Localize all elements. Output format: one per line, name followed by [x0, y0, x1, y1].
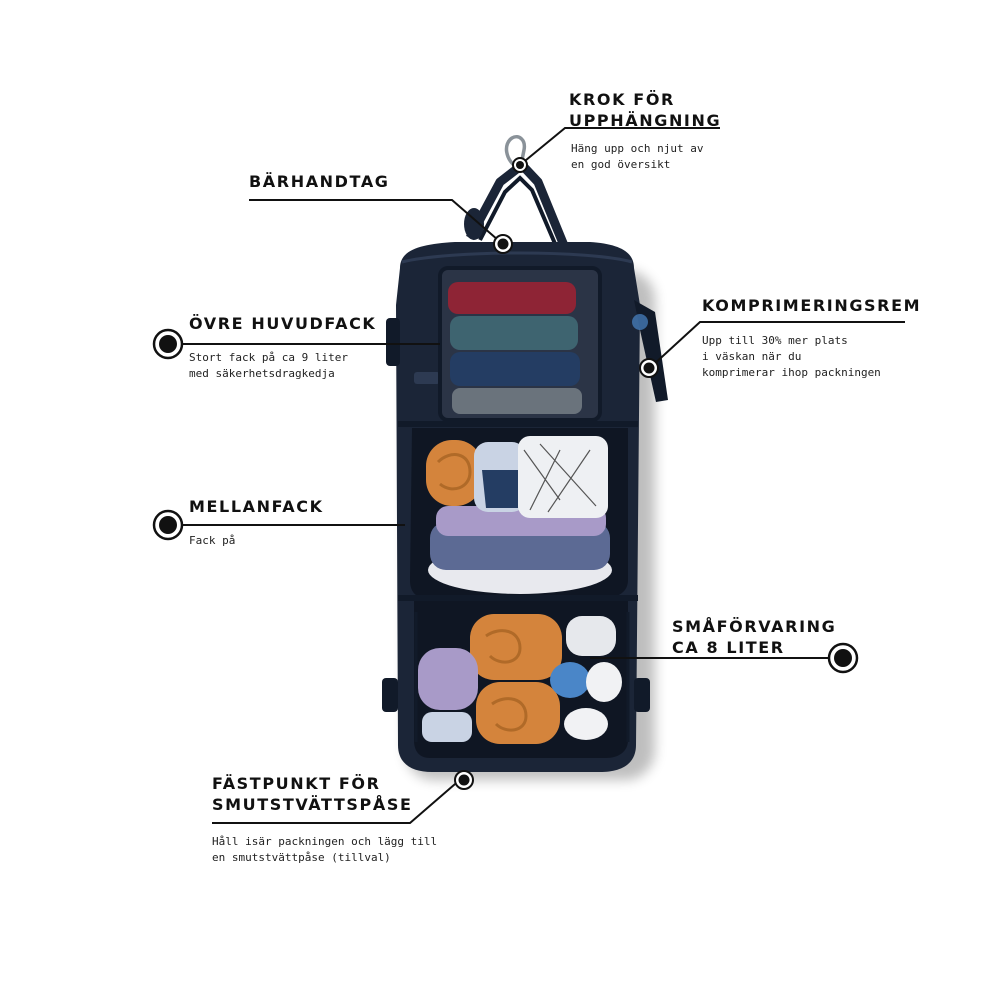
compression-desc-line: komprimerar ihop packningen	[702, 366, 881, 379]
laundry-point-title: FÄSTPUNKT FÖR SMUTSTVÄTTSPÅSE	[212, 773, 413, 815]
hook-desc-line: en god översikt	[571, 158, 671, 171]
upper-desc-line: med säkerhetsdragkedja	[189, 367, 335, 380]
laundry-desc-line: en smutstvättpåse (tillval)	[212, 851, 391, 864]
carrying-handle	[464, 160, 570, 250]
small-storage-compartment	[414, 600, 630, 758]
small-title-line: CA 8 LITER	[672, 638, 785, 657]
small-title-line: SMÅFÖRVARING	[672, 617, 837, 636]
hook-title: KROK FÖR UPPHÄNGNING	[569, 89, 721, 131]
upper-title-line: ÖVRE HUVUDFACK	[189, 314, 377, 333]
bag-body	[382, 242, 668, 785]
upper-compartment-title: ÖVRE HUVUDFACK	[189, 313, 376, 334]
handle-title-line: BÄRHANDTAG	[249, 172, 390, 191]
upper-desc-line: Stort fack på ca 9 liter	[189, 351, 348, 364]
compression-desc-line: i väskan när du	[702, 350, 802, 363]
laundry-title-line: FÄSTPUNKT FÖR	[212, 774, 381, 793]
compression-desc-line: Upp till 30% mer plats	[702, 334, 848, 347]
marker-dot-icon	[639, 358, 659, 378]
handle-title: BÄRHANDTAG	[249, 171, 390, 192]
hook-title-line: UPPHÄNGNING	[569, 111, 722, 130]
marker-dot-icon	[827, 642, 859, 674]
upper-compartment-description: Stort fack på ca 9 liter med säkerhetsdr…	[189, 350, 348, 382]
marker-dot-icon	[493, 234, 513, 254]
laundry-point-description: Håll isär packningen och lägg till en sm…	[212, 834, 437, 866]
callout-lines	[168, 127, 905, 824]
middle-desc-line: Fack på	[189, 534, 236, 547]
middle-title-line: MELLANFACK	[189, 497, 324, 516]
hook-description: Häng upp och njut av en god översikt	[571, 141, 703, 173]
marker-dot-icon	[454, 770, 474, 790]
marker-dot-icon	[152, 509, 184, 541]
compression-title-line: KOMPRIMERINGSREM	[702, 296, 922, 315]
compression-description: Upp till 30% mer plats i väskan när du k…	[702, 333, 881, 381]
middle-compartment-title: MELLANFACK	[189, 496, 324, 517]
marker-dot-icon	[512, 157, 528, 173]
hook-desc-line: Häng upp och njut av	[571, 142, 704, 155]
marker-dot-icon	[152, 328, 184, 360]
laundry-title-line: SMUTSTVÄTTSPÅSE	[212, 795, 413, 814]
laundry-desc-line: Håll isär packningen och lägg till	[212, 835, 438, 848]
small-storage-title: SMÅFÖRVARING CA 8 LITER	[672, 616, 836, 658]
hook-title-line: KROK FÖR	[569, 90, 675, 109]
middle-compartment-description: Fack på	[189, 533, 235, 549]
upper-compartment	[438, 266, 602, 422]
compression-title: KOMPRIMERINGSREM	[702, 295, 921, 316]
middle-compartment	[410, 428, 628, 598]
